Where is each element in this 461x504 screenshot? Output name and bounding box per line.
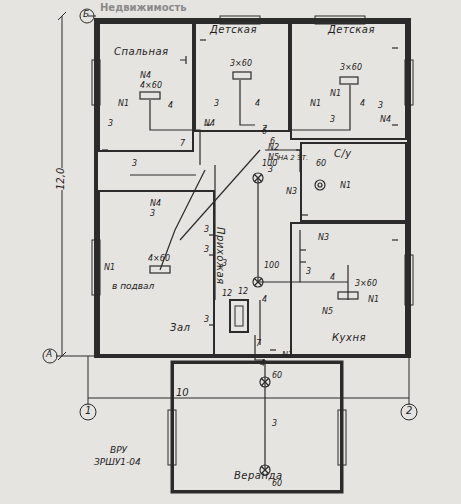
plan-annotation: 1 [85, 406, 91, 416]
wiring-callout: 4×60 [140, 82, 162, 90]
wiring-callout: N1 [104, 264, 115, 272]
wiring-callout: 60 [316, 160, 326, 168]
wiring-callout: 4 [168, 102, 173, 110]
wiring-callout: N1 [330, 90, 341, 98]
room-outline: С/у [300, 142, 407, 222]
wiring-callout: 3 [204, 316, 209, 324]
wiring-callout: N4 [380, 116, 391, 124]
room-name: Детская [210, 24, 257, 35]
wiring-callout: НА 2 ЭТ. [278, 155, 308, 162]
plan-annotation: 12,0 [56, 168, 66, 190]
plan-annotation: 10 [176, 388, 189, 398]
wiring-callout: 6 [262, 128, 267, 136]
wiring-callout: 3 [378, 102, 383, 110]
wiring-callout: 12 [222, 290, 232, 298]
wiring-callout: 3 [214, 100, 219, 108]
wiring-callout: N1 [118, 100, 129, 108]
wiring-callout: 7 [180, 140, 185, 148]
wiring-callout: 4 [260, 360, 265, 368]
wiring-callout: N1 [368, 296, 379, 304]
wiring-callout: 3 [330, 116, 335, 124]
wiring-callout: 3×60 [340, 64, 362, 72]
wiring-callout: 3 [132, 160, 137, 168]
room-name: Детская [328, 24, 375, 35]
wiring-callout: N2 [268, 144, 279, 152]
plan-annotation: ВРУ [110, 446, 127, 455]
wiring-callout: 3 [268, 166, 273, 174]
wiring-callout: в подвал [112, 282, 154, 291]
room-outline: Детская [194, 22, 290, 132]
room-name: Зал [170, 322, 190, 333]
room-name: Спальная [114, 46, 169, 57]
wiring-callout: 12 [238, 288, 248, 296]
room-name: Кухня [332, 332, 366, 343]
room-outline: Зал [98, 190, 215, 356]
wiring-callout: 3×60 [230, 60, 252, 68]
wiring-callout: 4 [255, 100, 260, 108]
wiring-callout: 7 [256, 340, 261, 348]
wiring-callout: N4 [204, 120, 215, 128]
wiring-callout: N1 [282, 352, 293, 360]
room-name: Прихожая [215, 227, 226, 285]
wiring-callout: 3 [108, 120, 113, 128]
wiring-callout: N1 [340, 182, 351, 190]
room-outline: Веранда [172, 362, 342, 492]
wiring-callout: 100 [264, 262, 279, 270]
wiring-callout: N1 [310, 100, 321, 108]
wiring-callout: 3×60 [355, 280, 377, 288]
wiring-callout: 3 [204, 226, 209, 234]
wiring-callout: 3 [150, 210, 155, 218]
room-name: С/у [334, 148, 352, 159]
wiring-callout: 4×60 [148, 255, 170, 263]
wiring-callout: 3 [204, 246, 209, 254]
wiring-callout: 60 [272, 480, 282, 488]
wiring-callout: N5 [322, 308, 333, 316]
wiring-callout: 3 [222, 260, 227, 268]
plan-annotation: А [46, 350, 52, 359]
wiring-callout: 4 [330, 274, 335, 282]
wiring-callout: N3 [318, 234, 329, 242]
wiring-callout: N4 [140, 72, 151, 80]
wiring-callout: 3 [306, 268, 311, 276]
room-outline: Кухня [290, 222, 407, 356]
wiring-callout: 3 [272, 420, 277, 428]
plan-annotation: 2 [406, 406, 412, 416]
wiring-callout: N4 [150, 200, 161, 208]
wiring-callout: 60 [272, 372, 282, 380]
wiring-callout: 4 [262, 296, 267, 304]
plan-annotation: Б [83, 10, 89, 19]
wiring-callout: 4 [360, 100, 365, 108]
wiring-callout: N3 [286, 188, 297, 196]
plan-annotation: ЗРШУ1-04 [94, 458, 141, 467]
watermark: Недвижимость [100, 3, 187, 13]
